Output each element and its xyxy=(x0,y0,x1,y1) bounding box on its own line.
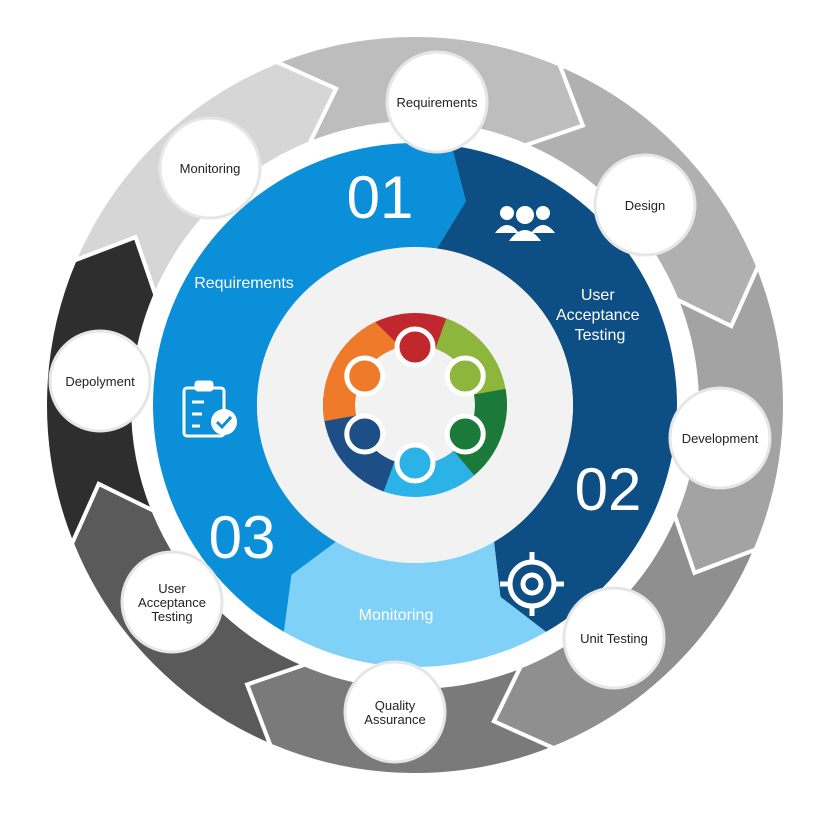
clipboard-check-icon xyxy=(182,380,237,438)
outer-step-label: Testing xyxy=(151,609,192,624)
outer-step-circle xyxy=(668,386,772,490)
outer-step-label: Acceptance xyxy=(138,595,206,610)
outer-step-node: Requirements xyxy=(385,50,489,154)
outer-step-label: Development xyxy=(682,431,759,446)
outer-step-circle xyxy=(343,660,447,764)
outer-step-label: Design xyxy=(625,198,665,213)
outer-step-node: Design xyxy=(593,153,697,257)
phase-03-label: Monitoring xyxy=(359,607,434,624)
outer-step-label: Requirements xyxy=(397,95,478,110)
outer-step-label: Quality xyxy=(375,698,416,713)
outer-step-circle xyxy=(158,116,262,220)
outer-step-circle xyxy=(120,550,224,654)
phase-02-label: User Acceptance Testing xyxy=(556,287,644,344)
phase-01-label: Requirements xyxy=(194,275,294,292)
person-head xyxy=(444,355,486,397)
team-icon xyxy=(495,206,555,241)
phase-02-arc xyxy=(436,145,677,632)
outer-step-circle xyxy=(562,586,666,690)
center-hub xyxy=(257,247,573,563)
phase-01-number: 01 xyxy=(347,164,414,231)
people-circle-icon xyxy=(323,313,507,497)
outer-step-circle xyxy=(48,329,152,433)
outer-step-label: User xyxy=(158,581,186,596)
outer-step-label: Unit Testing xyxy=(580,631,648,646)
outer-step-circle xyxy=(593,153,697,257)
phase-03-number: 03 xyxy=(209,504,276,571)
outer-step-node: Unit Testing xyxy=(562,586,666,690)
person-head xyxy=(344,355,386,397)
target-icon xyxy=(500,552,564,616)
outer-step-label: Depolyment xyxy=(65,374,135,389)
outer-step-label: Assurance xyxy=(364,712,425,727)
phase-03-arc xyxy=(284,541,546,668)
outer-step-node: Monitoring xyxy=(158,116,262,220)
outer-step-circle xyxy=(385,50,489,154)
outer-ring xyxy=(43,33,787,777)
phase-02-number: 02 xyxy=(575,456,642,523)
person-head xyxy=(444,413,486,455)
inner-ring xyxy=(152,142,677,668)
outer-step-label: Monitoring xyxy=(180,161,241,176)
phase-01-arc xyxy=(152,142,466,632)
person-head xyxy=(394,326,436,368)
person-head xyxy=(394,442,436,484)
outer-step-node: Depolyment xyxy=(48,329,152,433)
person-head xyxy=(344,413,386,455)
outer-step-node: Development xyxy=(668,386,772,490)
